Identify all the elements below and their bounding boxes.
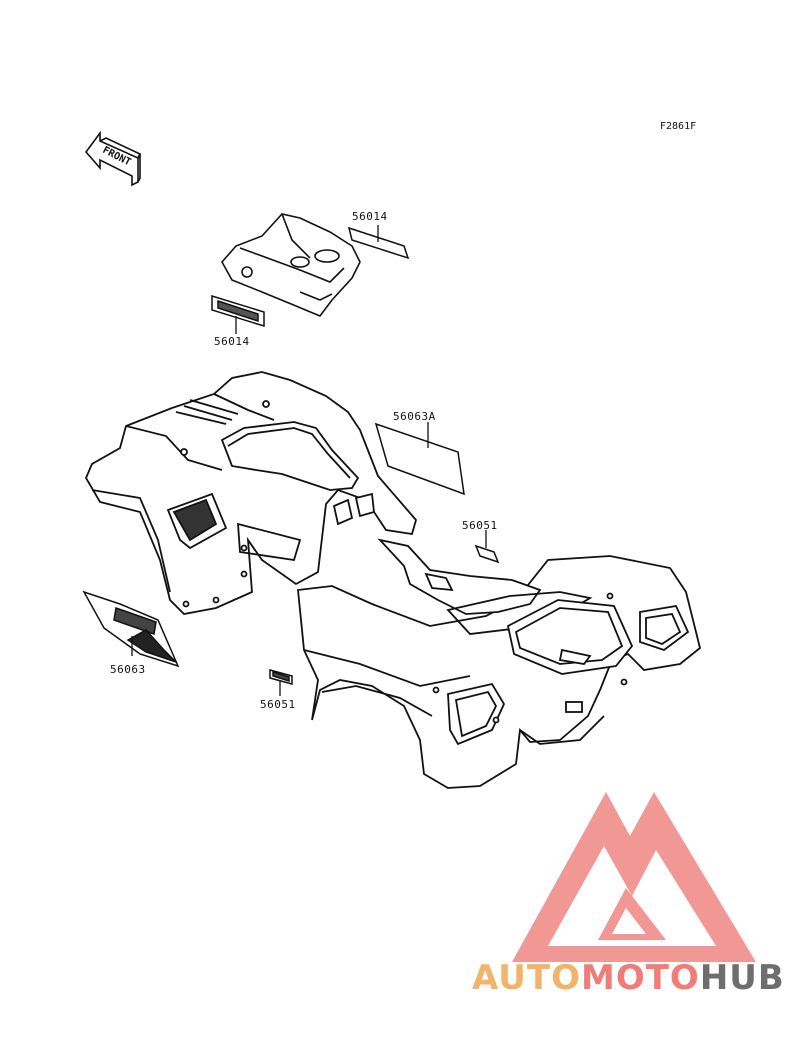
- wordmark-moto: MOTO: [580, 958, 700, 998]
- part-label-56014-lower: 56014: [214, 335, 250, 348]
- part-label-56051-lower: 56051: [260, 698, 296, 711]
- decal-56051-upper: [474, 544, 500, 564]
- decal-56063: [82, 590, 180, 668]
- figure-code: F2861F: [660, 121, 697, 132]
- part-label-56014-upper: 56014: [352, 210, 388, 223]
- front-fender: [84, 371, 417, 615]
- decal-56014-lower: [211, 294, 265, 328]
- front-arrow-icon: [84, 130, 142, 187]
- part-label-56063: 56063: [110, 663, 146, 676]
- upper-cover: [221, 213, 361, 317]
- rear-fender: [297, 538, 702, 789]
- automotohub-logo-icon: [512, 792, 756, 962]
- wordmark-auto: AUTO: [472, 958, 581, 998]
- wordmark-hub: HUB: [699, 958, 785, 998]
- part-label-56063A: 56063A: [393, 410, 436, 423]
- decal-56014-upper: [347, 226, 410, 260]
- decal-56051-lower: [269, 669, 293, 685]
- part-label-56051-upper: 56051: [462, 519, 498, 532]
- decal-56063A: [374, 422, 465, 496]
- automotohub-wordmark: AUTOMOTOHUB: [472, 958, 785, 998]
